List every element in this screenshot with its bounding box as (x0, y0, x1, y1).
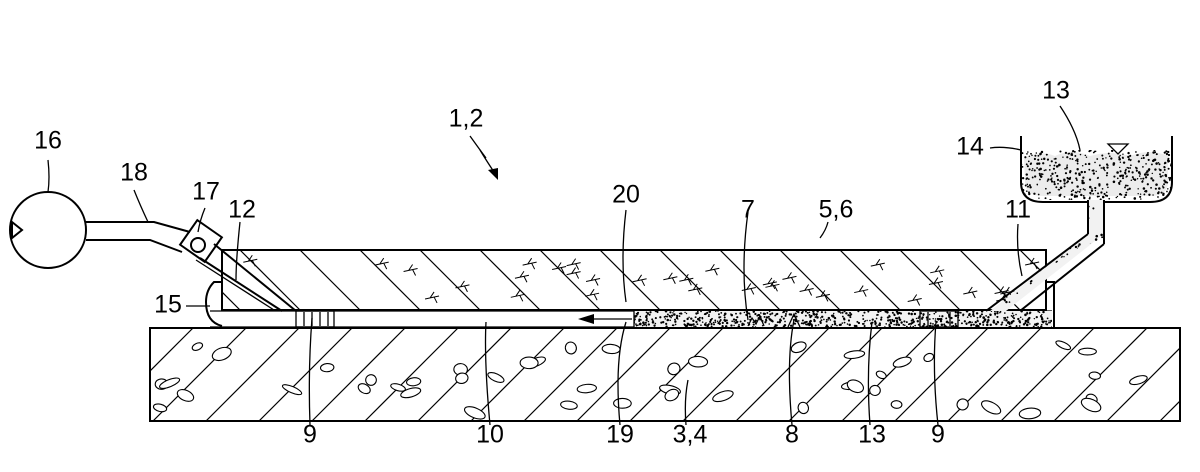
pump (10, 192, 86, 268)
label-assembly: 1,2 (449, 105, 484, 133)
filled-gap-region (633, 310, 1053, 328)
label-pump: 16 (34, 127, 62, 155)
label-lower-layer: 3,4 (673, 421, 708, 449)
label-resin-bottom: 13 (858, 421, 886, 449)
spacer-left (296, 311, 334, 327)
label-seal: 15 (154, 291, 182, 319)
label-reservoir: 14 (956, 133, 984, 161)
label-flow: 19 (606, 421, 634, 449)
leader-lines (48, 106, 1080, 425)
vacuum-line (86, 222, 190, 252)
label-crack: 7 (741, 196, 755, 224)
valve (180, 220, 222, 262)
label-inlet-port: 11 (1005, 196, 1031, 224)
assembly-arrow (480, 150, 498, 180)
label-filled-gap: 20 (612, 181, 640, 209)
seal-left (206, 282, 222, 326)
upper-layer (180, 250, 1140, 310)
label-gap: 10 (476, 421, 504, 449)
label-resin-top: 13 (1042, 77, 1070, 105)
label-valve: 17 (192, 178, 220, 206)
label-spacer-right: 9 (931, 421, 945, 449)
label-line: 18 (120, 159, 148, 187)
flow-arrow (578, 314, 632, 324)
reservoir (1020, 136, 1173, 202)
lower-layer (100, 328, 1200, 422)
label-upper-layer: 5,6 (819, 196, 854, 224)
label-spacer-left: 9 (303, 421, 317, 449)
label-upper-port: 12 (228, 196, 256, 224)
label-crack-lower: 8 (785, 421, 799, 449)
